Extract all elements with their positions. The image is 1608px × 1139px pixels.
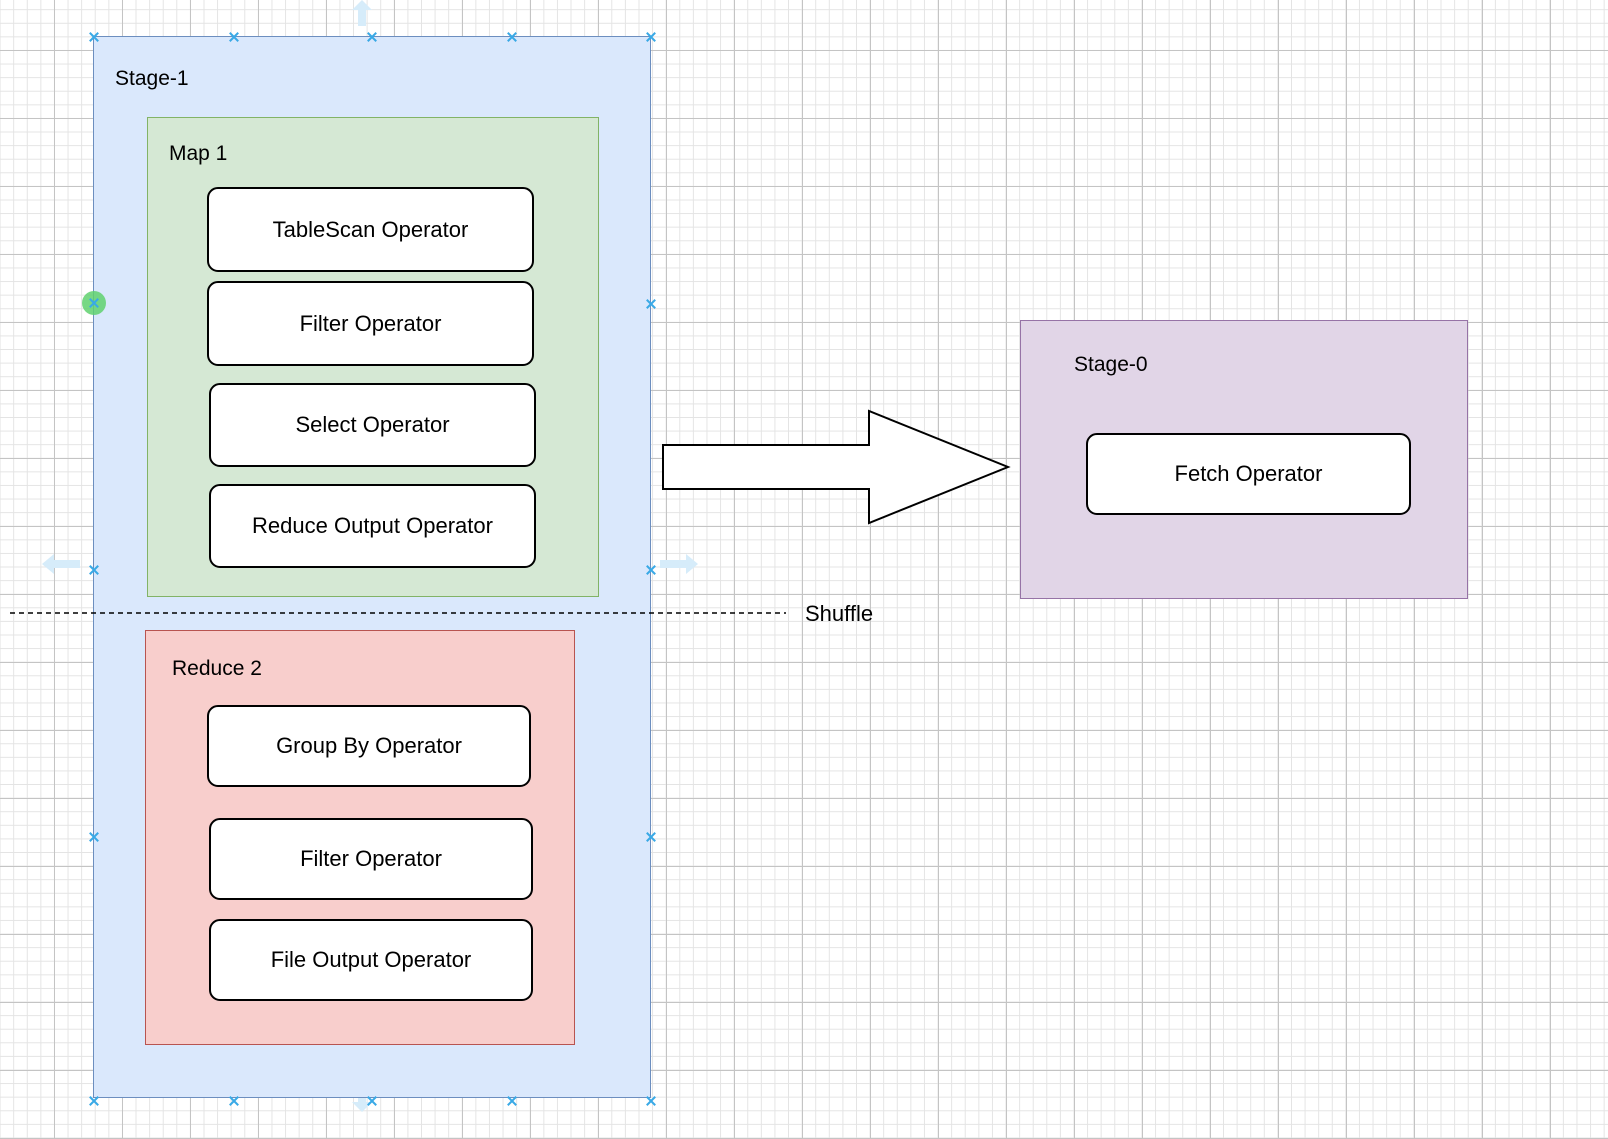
selection-handle-icon[interactable] — [507, 1096, 517, 1106]
shuffle-label: Shuffle — [805, 601, 874, 626]
operator-label: Filter Operator — [300, 846, 442, 871]
hover-arrow-left-icon[interactable] — [42, 554, 80, 574]
map-1-label: Map 1 — [169, 142, 228, 165]
selection-handle-icon[interactable] — [507, 32, 517, 42]
selection-handle-icon[interactable] — [367, 32, 377, 42]
operator-label: TableScan Operator — [272, 216, 469, 242]
shuffle-divider-line[interactable] — [10, 611, 786, 615]
selection-handle-icon[interactable] — [646, 832, 656, 842]
file-output-operator-box[interactable]: File Output Operator — [209, 919, 533, 1001]
selection-handle-icon[interactable] — [89, 1096, 99, 1106]
map-filter-operator-box[interactable]: Filter Operator — [207, 281, 534, 366]
selection-handle-icon[interactable] — [646, 32, 656, 42]
selection-handle-icon[interactable] — [646, 565, 656, 575]
reduce-2-label: Reduce 2 — [172, 657, 262, 680]
hover-arrow-right-icon[interactable] — [660, 554, 698, 574]
operator-label: Select Operator — [295, 412, 450, 437]
block-arrow-right-icon[interactable] — [660, 408, 1012, 528]
operator-label: Filter Operator — [299, 310, 442, 336]
tablescan-operator-box[interactable]: TableScan Operator — [207, 187, 534, 272]
connection-point-x-icon — [89, 298, 99, 308]
selection-handle-icon[interactable] — [89, 832, 99, 842]
stage-1-label: Stage-1 — [115, 67, 189, 90]
group-by-operator-box[interactable]: Group By Operator — [207, 705, 531, 787]
operator-label: Reduce Output Operator — [252, 513, 493, 538]
stage-0-label: Stage-0 — [1074, 353, 1148, 376]
selection-handle-icon[interactable] — [89, 32, 99, 42]
fetch-operator-box[interactable]: Fetch Operator — [1086, 433, 1411, 515]
selection-handle-icon[interactable] — [367, 1096, 377, 1106]
operator-label: Group By Operator — [276, 733, 462, 758]
selection-handle-icon[interactable] — [646, 1096, 656, 1106]
reduce-filter-operator-box[interactable]: Filter Operator — [209, 818, 533, 900]
selection-handle-icon[interactable] — [229, 32, 239, 42]
selection-handle-icon[interactable] — [229, 1096, 239, 1106]
selection-handle-icon[interactable] — [646, 299, 656, 309]
selection-handle-icon[interactable] — [89, 565, 99, 575]
operator-label: File Output Operator — [270, 947, 472, 972]
operator-label: Fetch Operator — [1174, 461, 1323, 486]
select-operator-box[interactable]: Select Operator — [209, 383, 536, 467]
reduce-output-operator-box[interactable]: Reduce Output Operator — [209, 484, 536, 568]
hover-arrow-up-icon[interactable] — [350, 0, 374, 26]
